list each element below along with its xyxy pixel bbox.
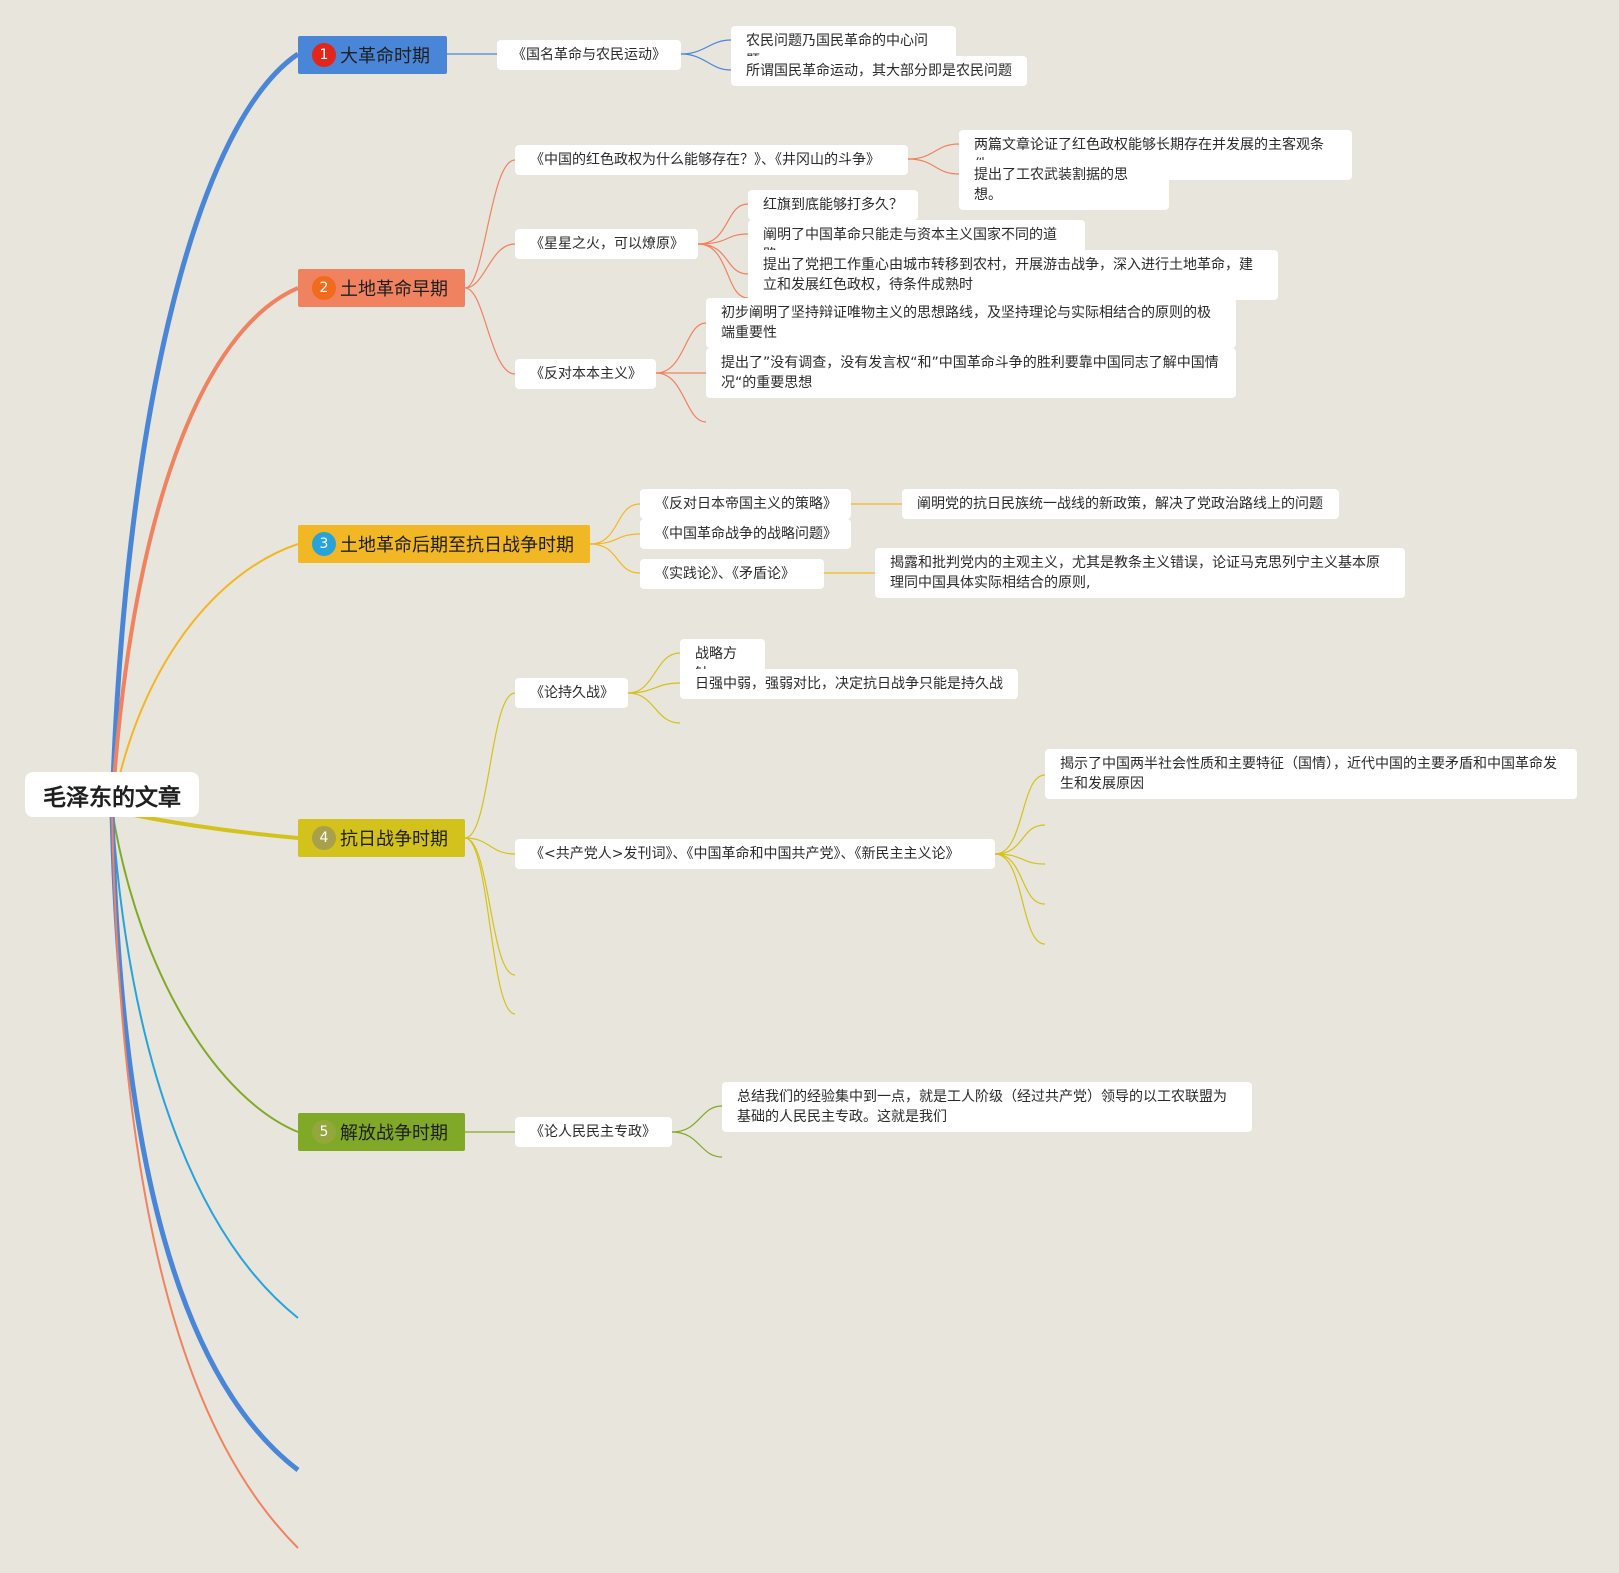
connector-root-b2 (110, 286, 299, 811)
branch-1-topic[interactable]: 1 大革命时期 (298, 36, 447, 74)
connector-tail-orange (111, 809, 299, 1549)
branch-5-label: 解放战争时期 (340, 1123, 448, 1144)
connector-b2-n5 (697, 243, 749, 275)
connector-tail-blue-thin (111, 809, 299, 1319)
connector-b4-a2 (464, 837, 516, 855)
branch-4-label: 抗日战争时期 (340, 829, 448, 850)
article-node[interactable]: 《论人民民主专政》 (515, 1117, 672, 1147)
note-node[interactable]: 日强中弱，强弱对比，决定抗日战争只能是持久战 (680, 669, 1018, 699)
connector-b3-a1 (589, 503, 641, 545)
note-node[interactable]: 提出了工农武装割据的思想。 (959, 160, 1169, 210)
connector-b4-empty5 (994, 853, 1046, 865)
connector-b2-empty (655, 372, 707, 423)
branch-2-topic[interactable]: 2 土地革命早期 (298, 269, 465, 307)
connector-b2-n6 (655, 322, 707, 374)
article-node[interactable]: 《论持久战》 (515, 678, 628, 708)
article-node[interactable]: 《中国革命战争的战略问题》 (640, 519, 851, 549)
connector-b2-a3 (464, 287, 516, 375)
number-badge-1: 1 (312, 43, 336, 67)
connector-b4-n2 (627, 682, 681, 694)
note-node[interactable]: 揭示了中国两半社会性质和主要特征（国情），近代中国的主要矛盾和中国革命发生和发展… (1045, 749, 1577, 799)
number-badge-4: 4 (312, 826, 336, 850)
article-node[interactable]: 《反对本本主义》 (515, 359, 656, 389)
article-node[interactable]: 《反对日本帝国主义的策略》 (640, 489, 851, 519)
connector-b4-empty1 (464, 837, 516, 976)
branch-5-topic[interactable]: 5 解放战争时期 (298, 1113, 465, 1151)
connector-b1-n2 (680, 53, 732, 71)
branch-2-label: 土地革命早期 (340, 279, 448, 300)
article-node[interactable]: 《实践论》、《矛盾论》 (640, 559, 824, 589)
note-node[interactable]: 提出了”没有调查，没有发言权“和”中国革命斗争的胜利要靠中国同志了解中国情况“的… (706, 348, 1236, 398)
branch-1-label: 大革命时期 (340, 46, 430, 67)
connector-root-b1 (109, 51, 300, 811)
connector-b4-empty2 (464, 837, 516, 1015)
connector-b3-a3 (589, 543, 641, 574)
branch-3-topic[interactable]: 3 土地革命后期至抗日战争时期 (298, 525, 590, 563)
number-badge-5: 5 (312, 1120, 336, 1144)
connector-b4-empty4 (994, 824, 1046, 855)
connector-b2-n2 (907, 158, 960, 175)
connector-b2-n4 (697, 233, 749, 245)
connector-b5-n1 (671, 1105, 723, 1133)
connector-b4-n3 (994, 774, 1046, 855)
article-node[interactable]: 《<共产党人>发刊词》、《中国革命和中国共产党》、《新民主主义论》 (515, 839, 995, 869)
connector-b2-n5b (697, 243, 749, 299)
branch-3-label: 土地革命后期至抗日战争时期 (340, 535, 574, 556)
connector-root-b5 (111, 809, 299, 1133)
connector-root-b3 (111, 543, 299, 811)
connector-tail-blue-thick (109, 809, 300, 1472)
number-badge-2: 2 (312, 276, 336, 300)
connector-b4-empty7 (994, 853, 1046, 945)
connector-b2-n3 (697, 203, 749, 245)
connector-b4-empty6 (994, 853, 1046, 905)
note-node[interactable]: 揭露和批判党内的主观主义，尤其是教条主义错误，论证马克思列宁主义基本原理同中国具… (875, 548, 1405, 598)
note-node[interactable]: 提出了党把工作重心由城市转移到农村，开展游击战争，深入进行土地革命，建立和发展红… (748, 250, 1278, 300)
note-node[interactable]: 初步阐明了坚持辩证唯物主义的思想路线，及坚持理论与实际相结合的原则的极端重要性 (706, 298, 1236, 348)
note-node[interactable]: 所谓国民革命运动，其大部分即是农民问题 (731, 56, 1027, 86)
number-badge-3: 3 (312, 532, 336, 556)
connector-b3-a2 (589, 533, 641, 545)
connector-b1-n1 (680, 39, 732, 55)
article-node[interactable]: 《国名革命与农民运动》 (497, 40, 681, 70)
note-node[interactable]: 阐明党的抗日民族统一战线的新政策，解决了党政治路线上的问题 (902, 489, 1339, 519)
connector-b2-n1 (907, 143, 960, 160)
article-node[interactable]: 《中国的红色政权为什么能够存在？》、《井冈山的斗争》 (515, 145, 908, 175)
connector-b2-a1 (464, 159, 516, 289)
connector-b4-empty3 (627, 692, 681, 724)
root-topic[interactable]: 毛泽东的文章 (25, 772, 199, 817)
branch-4-topic[interactable]: 4 抗日战争时期 (298, 819, 465, 857)
article-node[interactable]: 《星星之火，可以燎原》 (515, 229, 698, 259)
note-node[interactable]: 红旗到底能够打多久？ (748, 190, 918, 220)
note-node[interactable]: 总结我们的经验集中到一点，就是工人阶级（经过共产党）领导的以工农联盟为基础的人民… (722, 1082, 1252, 1132)
connector-b4-a1 (464, 692, 516, 839)
connector-b5-empty (671, 1131, 723, 1158)
connector-b2-a2 (464, 243, 516, 289)
connector-b4-n1 (627, 652, 681, 694)
